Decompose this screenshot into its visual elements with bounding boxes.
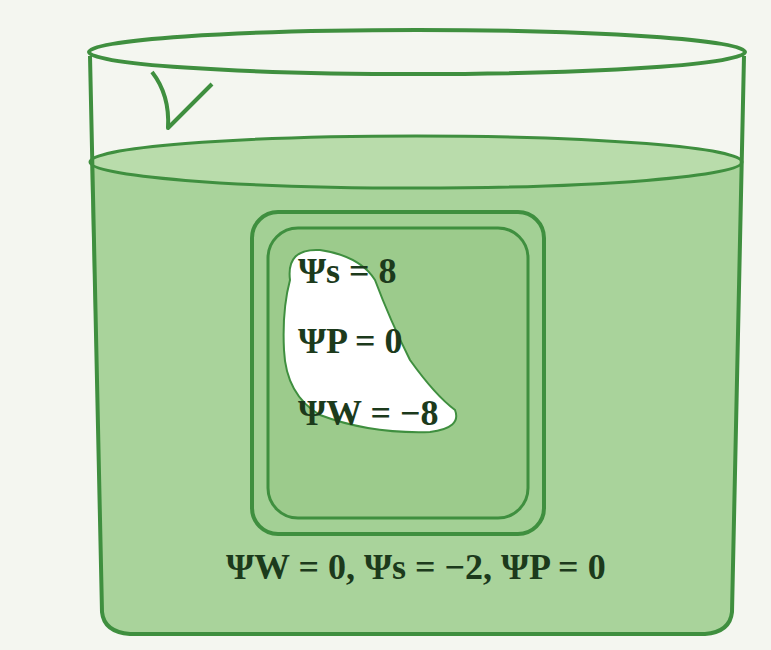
water-potential-value: ΨW = −8 (298, 394, 438, 434)
plant-cell: Ψs = 8 ΨP = 0 ΨW = −8 (250, 210, 546, 536)
beaker-wall (90, 56, 744, 634)
cell-outline (250, 210, 546, 536)
water-potential-value: ΨP = 0 (298, 322, 403, 362)
beaker-rim (89, 30, 745, 74)
liquid-surface (90, 136, 742, 188)
solution (90, 162, 742, 634)
beaker: ΨW = 0, Ψs = −2, ΨP = 0 Ψs = 8 ΨP = 0 ΨW = … (88, 140, 744, 636)
water-potential-value: ΨW = 0, Ψs = −2, ΨP = 0 (226, 548, 606, 588)
beaker-spout (152, 72, 212, 128)
water-potential-value: Ψs = 8 (298, 252, 397, 292)
